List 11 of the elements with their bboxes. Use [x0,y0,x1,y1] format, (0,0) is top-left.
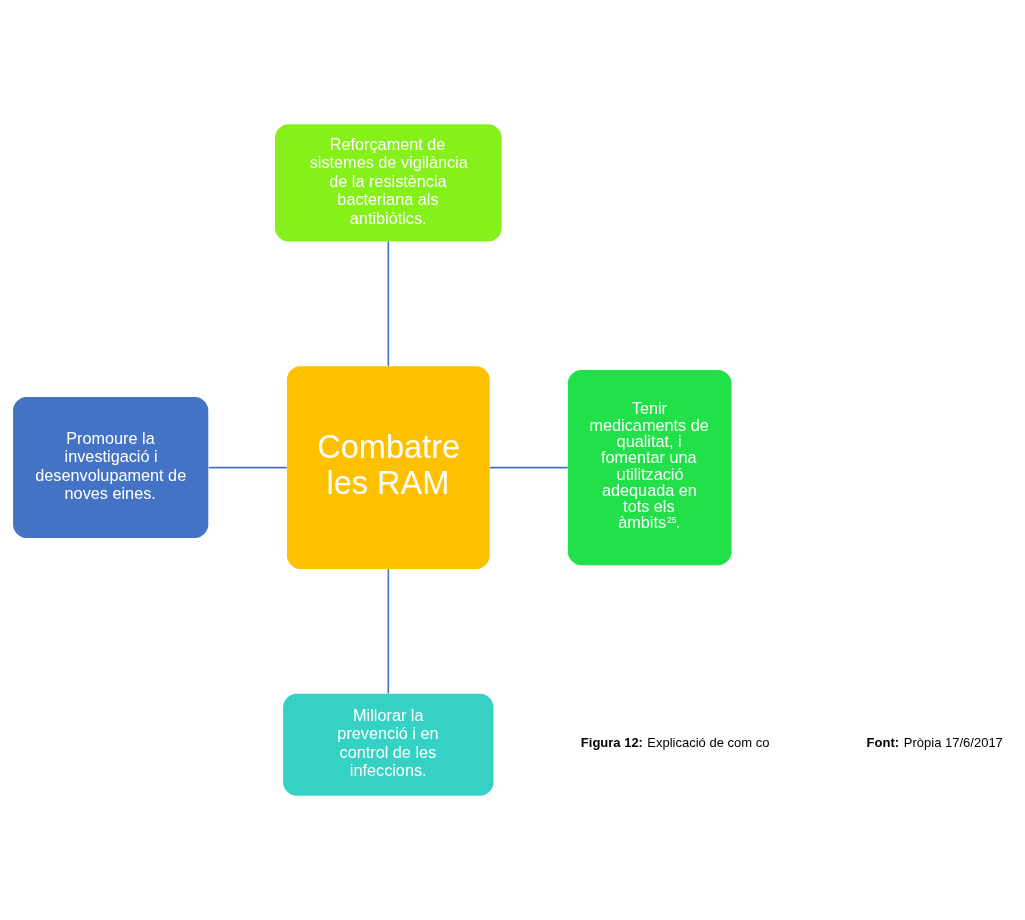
connector [208,466,288,469]
node-box: Millorar la prevenció i en control de les infeccions. [283,693,494,796]
label: Font: Pròpia 17/6/2017 [866,734,1003,750]
connector [489,466,569,469]
connector [387,240,390,367]
connector [387,568,390,695]
node-box: Combatre les RAM [286,366,490,569]
node-box: Reforçament de sistemes de vigilància de la resistència bacteriana als antibiòtics. [275,124,502,242]
node-box: Promoure la investigació i desenvolupament de noves eines. [13,397,209,539]
label: Figura 12: Explicació de com co [580,734,770,750]
node-box: Tenir medicaments de qualitat, i fomentar una utilització adequada en tots els àmbits$^{25}$. [567,370,732,566]
